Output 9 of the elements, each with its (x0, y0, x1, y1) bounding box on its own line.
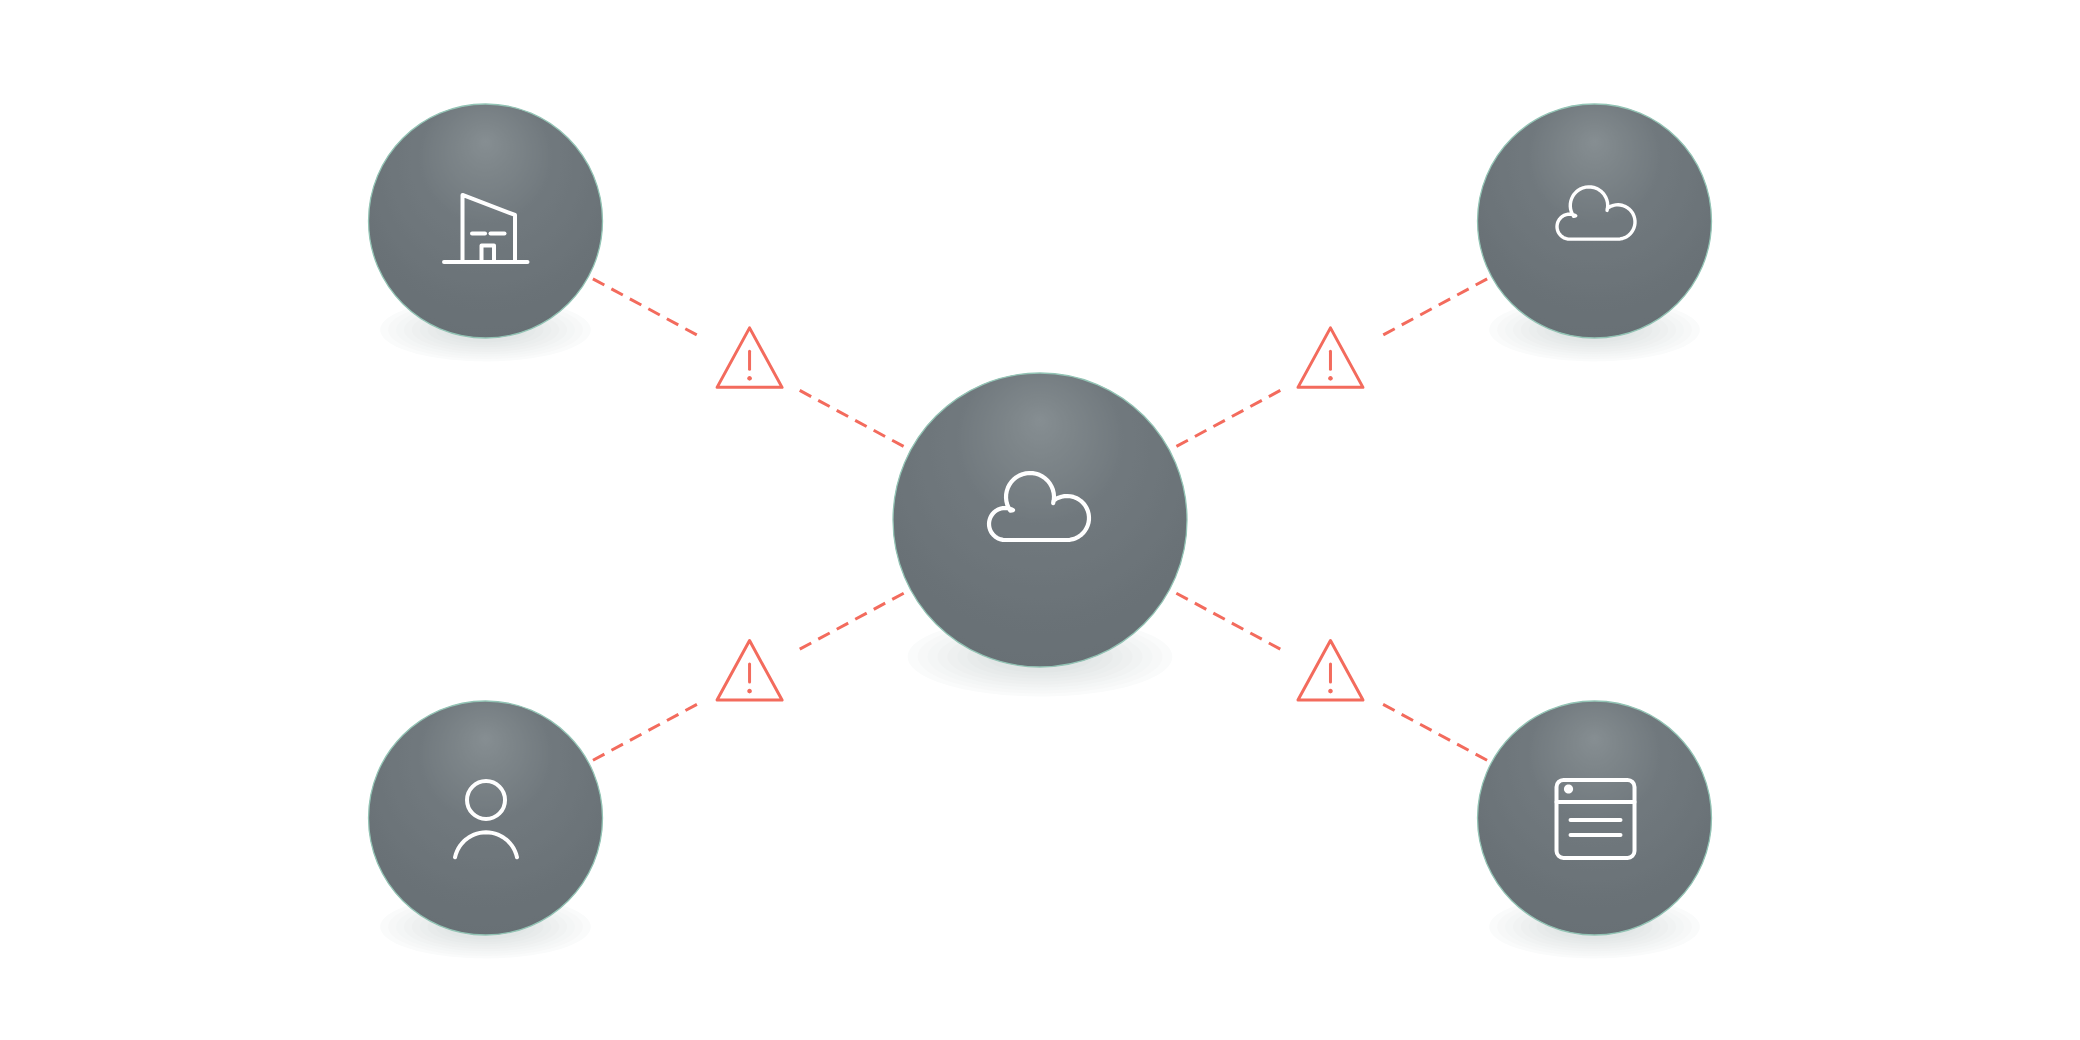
node-circle (1476, 700, 1713, 936)
node-circle (892, 372, 1188, 668)
node-circle (1476, 103, 1713, 339)
connector (1173, 277, 1488, 450)
node-circle (367, 103, 604, 339)
connector (592, 277, 907, 450)
connector (1173, 590, 1488, 762)
node-circle (367, 700, 604, 936)
connector (592, 590, 907, 762)
